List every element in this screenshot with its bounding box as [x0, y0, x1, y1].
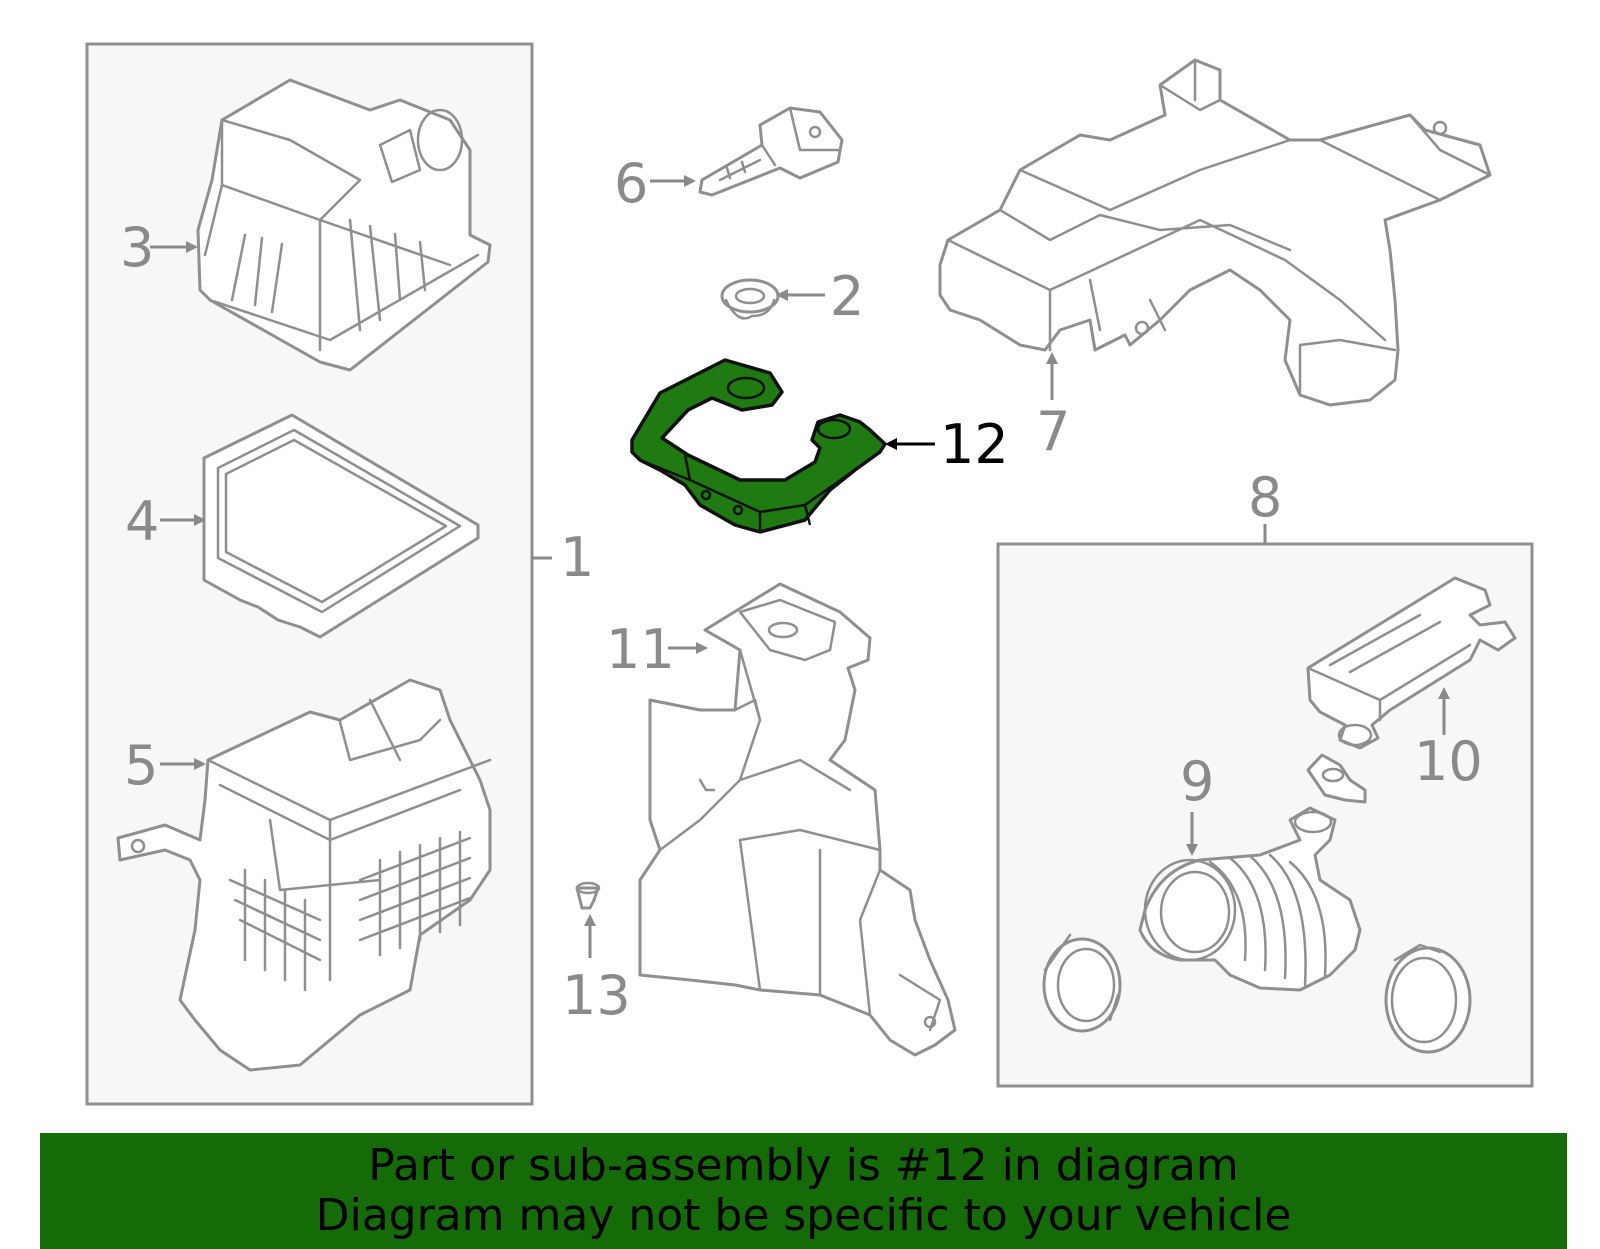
- callout-6: 6: [614, 152, 696, 215]
- callout-2: 2: [776, 265, 864, 328]
- part-7-intake-duct[interactable]: [938, 58, 1492, 407]
- banner-line-2: Diagram may not be specific to your vehi…: [315, 1190, 1292, 1241]
- svg-text:5: 5: [124, 734, 158, 797]
- svg-text:12: 12: [940, 413, 1009, 476]
- svg-text:11: 11: [606, 618, 675, 681]
- part-6-sensor[interactable]: [698, 106, 844, 197]
- svg-text:2: 2: [830, 265, 864, 328]
- callout-12: 12: [885, 413, 1009, 476]
- svg-text:4: 4: [125, 490, 159, 553]
- part-10-airflow-sensor[interactable]: [1306, 576, 1517, 750]
- callout-13: 13: [562, 914, 631, 1027]
- part-3-air-cleaner-cover[interactable]: [196, 78, 492, 372]
- callout-3: 3: [120, 216, 198, 279]
- callout-9: 9: [1180, 750, 1214, 856]
- svg-text:1: 1: [560, 526, 594, 589]
- callout-10: 10: [1414, 687, 1483, 793]
- callout-8: 8: [1248, 466, 1282, 529]
- callout-1: 1: [560, 526, 594, 589]
- part-12-bracket[interactable]: [630, 358, 887, 534]
- svg-text:6: 6: [614, 152, 648, 215]
- banner-line-1: Part or sub-assembly is #12 in diagram: [368, 1140, 1239, 1191]
- callout-4: 4: [125, 490, 206, 553]
- disclaimer-banner: Part or sub-assembly is #12 in diagram D…: [40, 1133, 1567, 1249]
- part-10-clamp[interactable]: [1306, 753, 1367, 804]
- svg-text:9: 9: [1180, 750, 1214, 813]
- svg-text:8: 8: [1248, 466, 1282, 529]
- part-9-clamp-right[interactable]: [1384, 943, 1472, 1054]
- callout-11: 11: [606, 618, 708, 681]
- svg-text:3: 3: [120, 216, 154, 279]
- part-9-clamp-left[interactable]: [1042, 933, 1122, 1033]
- svg-text:13: 13: [562, 964, 631, 1027]
- svg-text:10: 10: [1414, 730, 1483, 793]
- callout-7: 7: [1036, 352, 1070, 463]
- part-11-resonator[interactable]: [638, 582, 957, 1057]
- svg-text:7: 7: [1036, 400, 1070, 463]
- part-2-grommet[interactable]: [720, 278, 780, 320]
- part-13-clip[interactable]: [575, 881, 601, 910]
- callout-5: 5: [124, 734, 206, 797]
- part-9-intake-hose[interactable]: [1138, 806, 1362, 992]
- part-5-air-cleaner-housing[interactable]: [116, 678, 492, 1072]
- part-4-air-filter[interactable]: [202, 413, 480, 639]
- parts-diagram: 3 4 5 1 6 2 7 12 8 11: [85, 42, 1534, 1106]
